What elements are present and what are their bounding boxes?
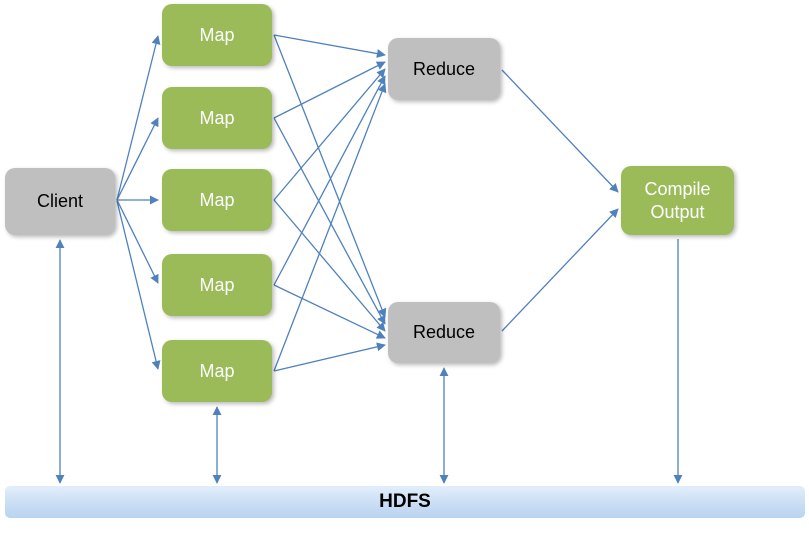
node-compile-output: Compile Output — [621, 166, 734, 235]
node-map-1-label: Map — [199, 24, 235, 45]
arrow-reduce1-compile — [501, 69, 619, 193]
node-reduce-2-label: Reduce — [412, 322, 476, 343]
hdfs-label: HDFS — [379, 491, 431, 512]
hdfs-bar: HDFS — [5, 486, 805, 518]
node-client: Client — [5, 168, 115, 235]
node-map-4: Map — [162, 254, 272, 316]
arrow-client-map1 — [116, 35, 161, 201]
node-map-2-label: Map — [199, 107, 235, 128]
arrow-map1-reduce1 — [273, 34, 386, 58]
node-reduce-2: Reduce — [388, 302, 500, 363]
node-compile-output-label: Compile Output — [644, 179, 711, 222]
arrow-map1-reduce2 — [273, 34, 387, 318]
arrow-map2-reduce2 — [273, 117, 386, 325]
arrow-map2-reduce1 — [273, 61, 386, 119]
arrow-map4-reduce2 — [273, 284, 386, 339]
arrow-client-map5 — [116, 200, 161, 370]
arrow-client-map4 — [116, 199, 159, 284]
arrow-map3-reduce1 — [273, 68, 386, 201]
arrow-map4-reduce1 — [273, 75, 386, 286]
node-reduce-1-label: Reduce — [412, 58, 476, 79]
node-map-3-label: Map — [199, 189, 235, 210]
node-map-1: Map — [162, 4, 272, 66]
node-reduce-1: Reduce — [388, 38, 500, 100]
arrow-map5-reduce1 — [273, 83, 387, 372]
node-map-5: Map — [162, 340, 272, 402]
arrow-reduce2-compile — [501, 208, 619, 332]
arrow-client-map2 — [116, 117, 159, 201]
node-client-label: Client — [36, 191, 84, 212]
arrow-map5-reduce2 — [273, 342, 386, 372]
node-map-5-label: Map — [199, 360, 235, 381]
node-map-4-label: Map — [199, 274, 235, 295]
arrow-map3-reduce2 — [273, 199, 386, 332]
node-map-2: Map — [162, 87, 272, 149]
node-map-3: Map — [162, 169, 272, 231]
